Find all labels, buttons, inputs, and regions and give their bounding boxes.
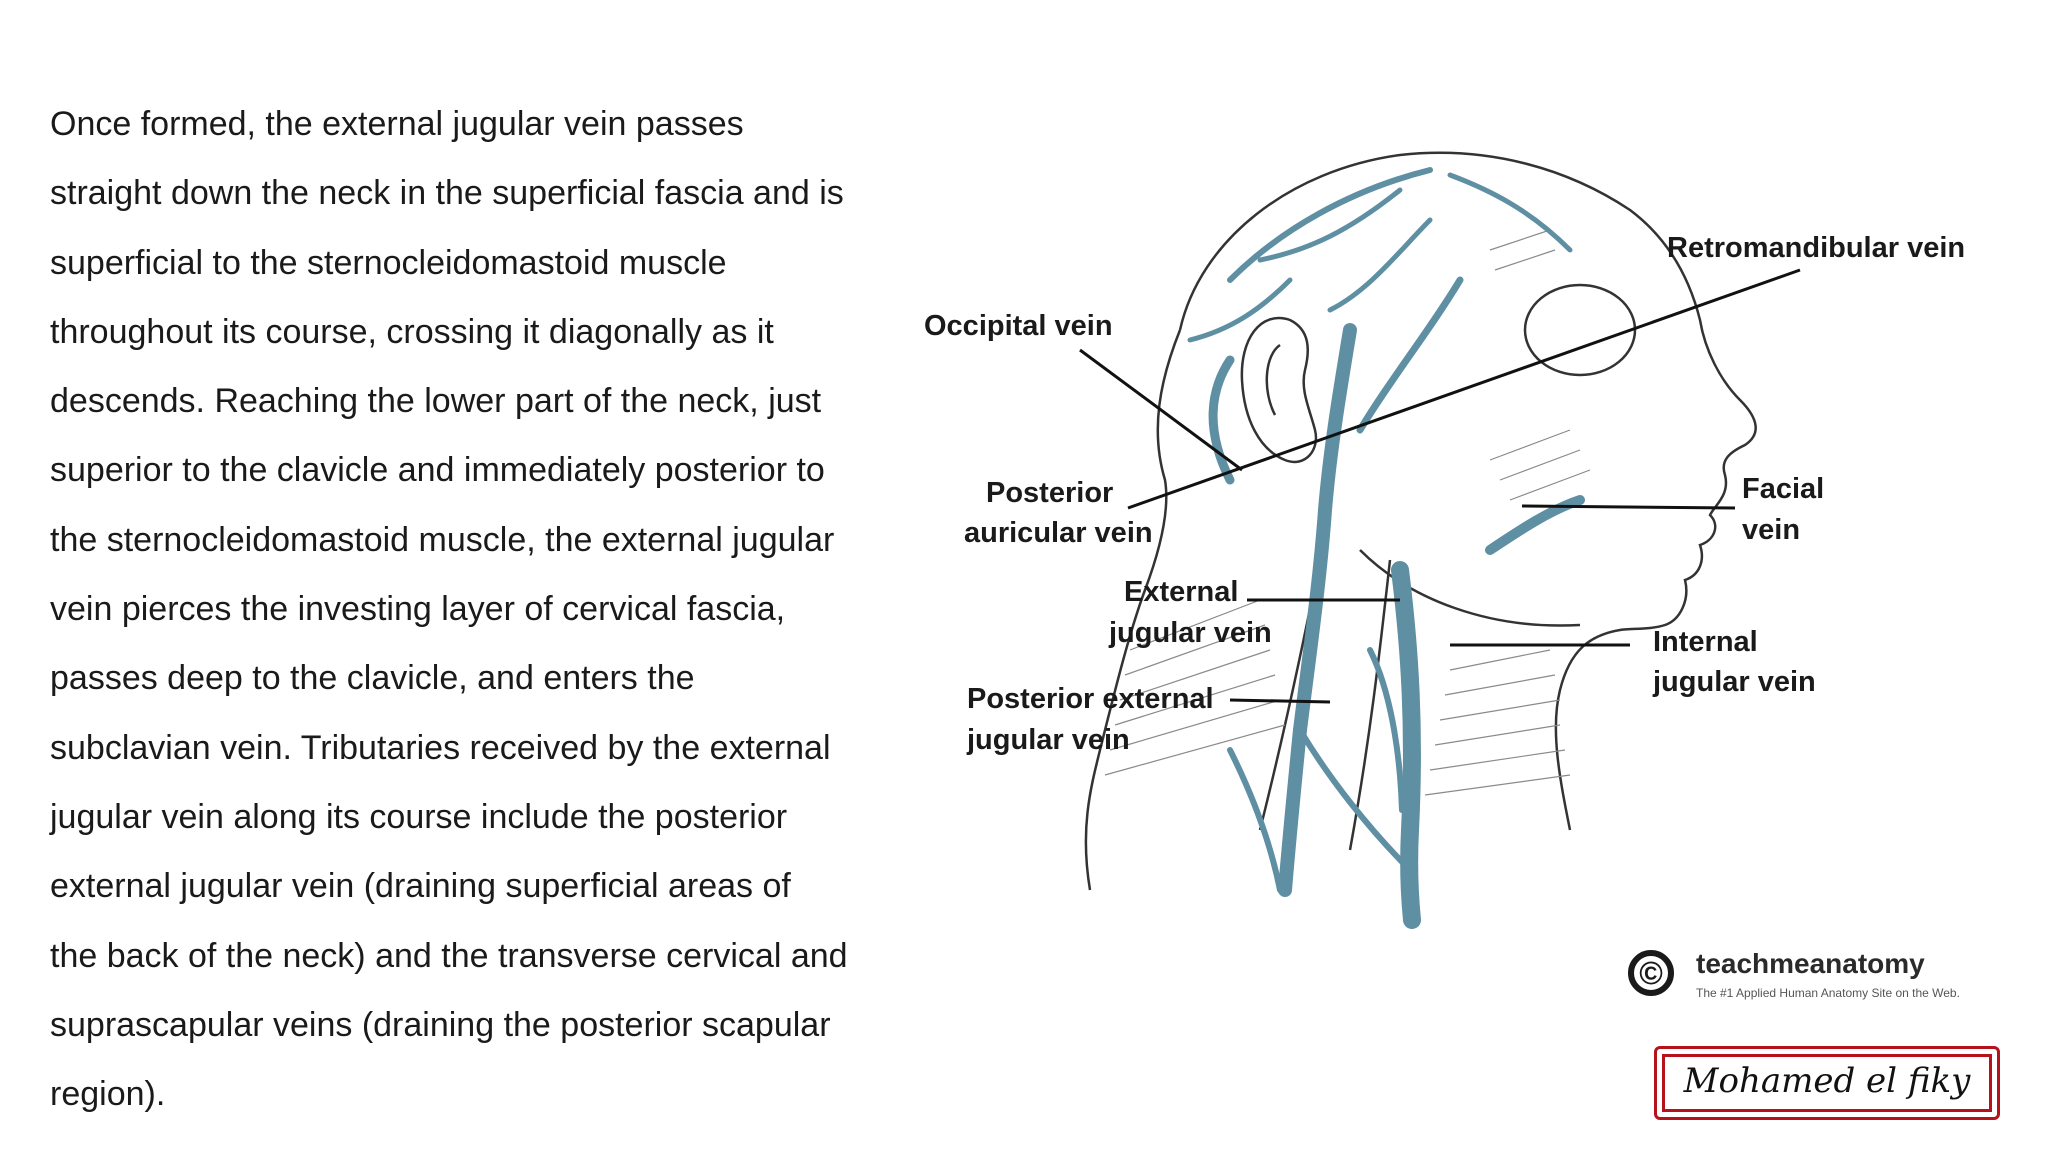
paragraph-line: the sternocleidomastoid muscle, the exte…	[50, 520, 835, 559]
paragraph-line: vein pierces the investing layer of cerv…	[50, 590, 786, 629]
posterior-external-leader	[1229, 698, 1331, 704]
label-posterior-external-jugular-vein-line2: jugular vein	[967, 724, 1130, 756]
label-posterior-external-jugular-vein-line1: Posterior external	[967, 683, 1214, 715]
paragraph-line: the back of the neck) and the transverse…	[50, 936, 848, 975]
head-neck-veins-diagram: Retromandibular vein Occipital vein Post…	[924, 130, 2010, 1030]
label-facial-vein-line2: vein	[1742, 514, 1801, 546]
label-occipital-vein: Occipital vein	[924, 310, 1113, 342]
leader-lines	[1079, 268, 1801, 704]
author-signature-box: Mohamed el fiky	[1654, 1046, 2000, 1120]
ear-inner-outline	[1265, 343, 1281, 416]
paragraph-line: Once formed, the external jugular vein p…	[50, 105, 744, 143]
paragraph-line: external jugular vein (draining superfic…	[50, 867, 791, 906]
teachmeanatomy-logo: © teachmeanatomy The #1 Applied Human An…	[1628, 948, 2008, 1008]
ear-outline	[1240, 316, 1318, 463]
fiber-hatching	[1104, 229, 1591, 796]
occipital-vein-path	[1208, 355, 1235, 485]
paragraph-line: descends. Reaching the lower part of the…	[50, 382, 822, 421]
internal-jugular-vein-path	[1391, 561, 1421, 929]
label-posterior-auricular-vein-line2: auricular vein	[964, 517, 1153, 549]
facial-vein-path	[1485, 495, 1585, 555]
face-profile-outline	[1178, 151, 1757, 831]
logo-tagline: The #1 Applied Human Anatomy Site on the…	[1696, 986, 1960, 1000]
head-outline	[1084, 151, 1757, 891]
back-of-head-neck-outline	[1084, 329, 1182, 891]
label-facial-vein-line1: Facial	[1742, 473, 1825, 505]
label-posterior-auricular-vein-line1: Posterior	[986, 477, 1114, 509]
paragraph-line: passes deep to the clavicle, and enters …	[50, 659, 695, 698]
copyright-icon: ©	[1628, 950, 1674, 996]
label-external-jugular-vein-line2: jugular vein	[1109, 617, 1272, 649]
paragraph-line: region).	[50, 1075, 166, 1114]
label-internal-jugular-vein-line1: Internal	[1653, 626, 1758, 658]
label-external-jugular-vein-line1: External	[1124, 576, 1239, 608]
paragraph-line: suprascapular veins (draining the poster…	[50, 1005, 831, 1044]
anatomy-illustration	[1079, 151, 1801, 929]
external-jugular-vein-path	[1278, 323, 1357, 897]
label-retromandibular-vein: Retromandibular vein	[1667, 232, 1966, 264]
facial-leader	[1521, 504, 1736, 510]
label-internal-jugular-vein-line2: jugular vein	[1653, 666, 1816, 698]
paragraph-line: superficial to the sternocleidomastoid m…	[50, 243, 727, 282]
paragraph-line: jugular vein along its course include th…	[50, 797, 788, 836]
logo-brand-name: teachmeanatomy	[1696, 948, 1925, 979]
author-signature: Mohamed el fiky	[1662, 1054, 1992, 1112]
paragraph-line: throughout its course, crossing it diago…	[50, 312, 774, 351]
jaw-outline	[1359, 549, 1581, 627]
body-paragraph: Once formed, the external jugular vein p…	[50, 90, 910, 1129]
occipital-leader	[1079, 348, 1243, 472]
paragraph-line: straight down the neck in the superficia…	[50, 174, 844, 213]
paragraph-line: subclavian vein. Tributaries received by…	[50, 728, 831, 767]
paragraph-line: superior to the clavicle and immediately…	[50, 451, 825, 490]
vein-network	[1187, 167, 1585, 929]
retromandibular-leader	[1127, 268, 1801, 510]
